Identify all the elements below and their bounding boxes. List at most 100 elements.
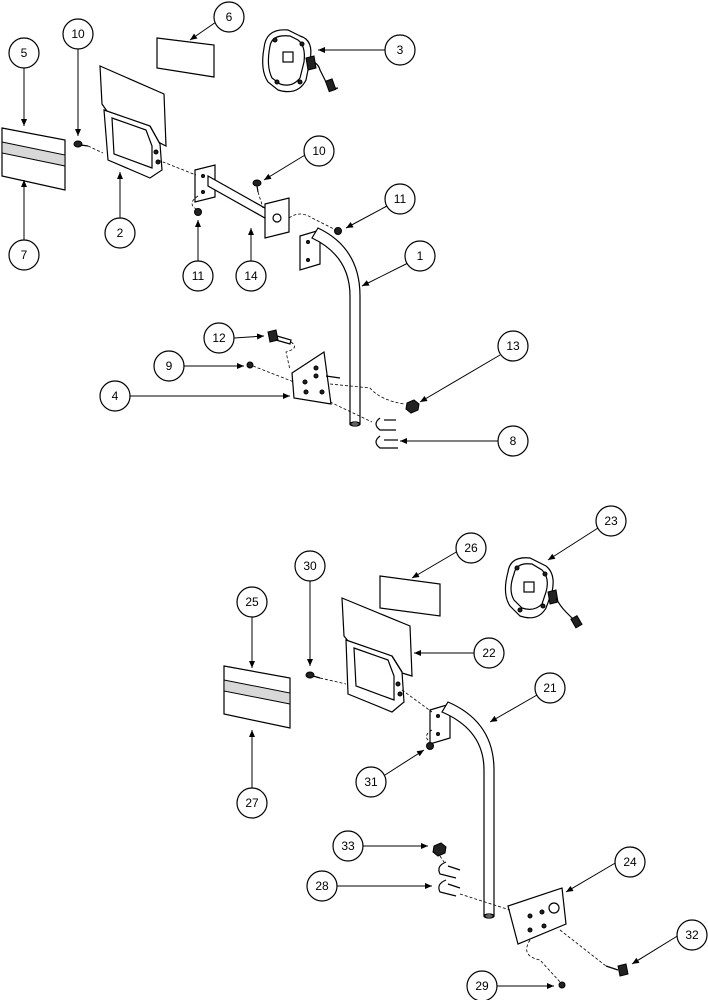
svg-text:11: 11: [192, 269, 205, 283]
light-3: [262, 29, 339, 93]
assembly-line-bottom-f: [526, 939, 561, 983]
assembly-line-top-h: [329, 383, 405, 405]
callout-23: 23: [595, 505, 627, 537]
callout-12: 12: [203, 322, 235, 354]
svg-text:8: 8: [510, 434, 517, 448]
assembly-line-bottom-b: [401, 689, 433, 713]
nut-31: [426, 742, 434, 750]
nut-9: [246, 361, 254, 369]
svg-text:24: 24: [623, 855, 637, 869]
callout-6: 6: [213, 1, 245, 33]
callout-14: 14: [235, 260, 267, 292]
callout-28: 28: [306, 870, 338, 902]
svg-text:6: 6: [226, 10, 233, 24]
assembly-line-bottom-e: [459, 893, 511, 911]
top-assembly: [1, 21, 501, 449]
svg-text:30: 30: [303, 559, 317, 573]
screw-10-left: [73, 140, 89, 148]
bottom-assembly: [223, 527, 680, 989]
svg-text:9: 9: [166, 359, 173, 373]
u-bolt-8: [375, 417, 398, 449]
leader-11-right: [345, 205, 388, 229]
assembly-line-top-d: [257, 191, 264, 209]
assembly-line-bottom-c: [426, 729, 433, 743]
callout-bubbles: 1 2 3 4 5 6 7 8 9 10 10 11 11 12 13 14 2…: [8, 1, 708, 1000]
callout-27: 27: [236, 787, 268, 819]
hood-2: [99, 65, 167, 179]
svg-text:3: 3: [397, 43, 404, 57]
leader-1: [361, 261, 411, 287]
svg-text:33: 33: [341, 839, 355, 853]
nut-13: [405, 399, 420, 414]
assembly-line-top-e: [288, 213, 337, 231]
callout-3: 3: [384, 34, 416, 66]
nut-29: [558, 981, 566, 989]
svg-text:29: 29: [475, 979, 489, 993]
assembly-line-bottom-g: [559, 929, 607, 967]
assembly-line-top-c: [191, 195, 199, 211]
callout-25: 25: [236, 586, 268, 618]
callout-11-left: 11: [182, 260, 214, 292]
callout-24: 24: [614, 846, 646, 878]
svg-text:25: 25: [245, 595, 259, 609]
leader-31: [384, 749, 425, 776]
callout-7: 7: [8, 239, 40, 271]
decal-strip-25-27: [223, 665, 291, 729]
leader-32: [631, 934, 680, 965]
assembly-line-bottom-a: [319, 677, 347, 685]
svg-text:12: 12: [212, 331, 226, 345]
assembly-line-top-b: [157, 159, 197, 176]
callout-33: 33: [332, 830, 364, 862]
leader-21: [489, 694, 538, 723]
svg-text:26: 26: [464, 541, 478, 555]
nut-11-right: [334, 227, 342, 235]
mast-1: [299, 227, 361, 427]
svg-text:14: 14: [244, 269, 258, 283]
callout-4: 4: [99, 380, 131, 412]
svg-text:32: 32: [685, 928, 699, 942]
decal-26: [379, 575, 441, 617]
svg-text:4: 4: [112, 389, 119, 403]
callout-9: 9: [153, 350, 185, 382]
callout-31: 31: [355, 766, 387, 798]
svg-text:10: 10: [71, 27, 85, 41]
leader-13: [419, 354, 501, 403]
light-23: [504, 557, 583, 629]
leader-23: [547, 527, 599, 561]
callout-30: 30: [294, 550, 326, 582]
callout-5: 5: [8, 37, 40, 69]
leader-6: [189, 21, 217, 41]
screw-30: [305, 671, 321, 679]
assembly-line-top-i: [329, 401, 373, 423]
callout-11-right: 11: [384, 183, 416, 215]
assembly-line-top-f: [285, 341, 295, 371]
decal-6: [156, 37, 215, 78]
svg-text:13: 13: [506, 339, 520, 353]
svg-text:5: 5: [21, 46, 28, 60]
callout-32: 32: [676, 919, 708, 951]
screw-10-right: [252, 179, 262, 193]
callout-8: 8: [497, 425, 529, 457]
callout-13: 13: [497, 330, 529, 362]
svg-text:28: 28: [315, 879, 329, 893]
bolt-12: [267, 329, 292, 345]
assembly-line-top-g: [252, 365, 295, 383]
callout-2: 2: [104, 217, 136, 249]
bolt-32: [605, 963, 629, 977]
svg-text:22: 22: [482, 646, 496, 660]
svg-text:7: 7: [21, 248, 28, 262]
svg-text:1: 1: [417, 249, 424, 263]
callout-1: 1: [404, 240, 436, 272]
leader-12: [233, 333, 265, 340]
assembly-line-top-a: [87, 145, 104, 154]
assembly-line-bottom-d: [439, 855, 445, 863]
svg-text:27: 27: [245, 796, 259, 810]
callout-29: 29: [466, 970, 498, 1000]
callout-21: 21: [534, 672, 566, 704]
u-bolt-28: [438, 861, 461, 897]
mast-21: [429, 701, 495, 919]
bracket-plate-4: [291, 350, 341, 405]
extension-tube-14: [194, 164, 290, 239]
svg-text:10: 10: [312, 144, 326, 158]
